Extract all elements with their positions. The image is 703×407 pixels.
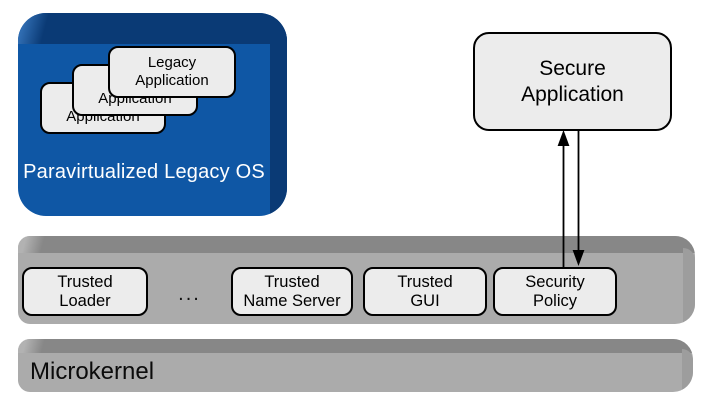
legacy-os-right-bevel: [270, 13, 287, 216]
more-components-ellipsis: ...: [178, 283, 201, 305]
trusted-gui-line1: Trusted: [397, 273, 453, 291]
trusted-name-server-line1: Trusted: [264, 273, 320, 291]
trusted-name-server-box: Trusted Name Server: [231, 267, 353, 316]
trusted-bar-right-bevel: [683, 248, 695, 324]
trusted-name-server-line2: Name Server: [243, 292, 341, 310]
trusted-loader-line2: Loader: [59, 292, 111, 310]
legacy-application-line2: Application: [135, 72, 209, 89]
security-policy-line2: Policy: [532, 292, 577, 310]
secure-application-line2: Application: [521, 82, 624, 106]
microkernel-right-bevel: [682, 349, 693, 392]
trusted-gui-box: Trusted GUI: [363, 267, 487, 316]
legacy-os-label: Paravirtualized Legacy OS: [23, 161, 265, 183]
legacy-application-line1: Legacy: [147, 54, 197, 71]
microkernel-bar: [18, 339, 693, 392]
security-policy-line1: Security: [525, 273, 585, 291]
trusted-gui-line2: GUI: [410, 292, 440, 310]
trusted-loader-box: Trusted Loader: [22, 267, 148, 316]
microkernel-top-bevel: [18, 339, 693, 353]
security-policy-box: Security Policy: [493, 267, 617, 316]
legacy-application-card-front: Legacy Application: [108, 46, 236, 98]
trusted-bar-top-bevel: [18, 236, 695, 253]
microkernel-label: Microkernel: [30, 358, 155, 385]
secure-application-box: Secure Application: [473, 32, 672, 131]
secure-application-line1: Secure: [539, 56, 606, 80]
legacy-os-top-bevel: [18, 13, 287, 44]
arrow-up-head: [557, 130, 570, 146]
trusted-loader-line1: Trusted: [57, 273, 113, 291]
